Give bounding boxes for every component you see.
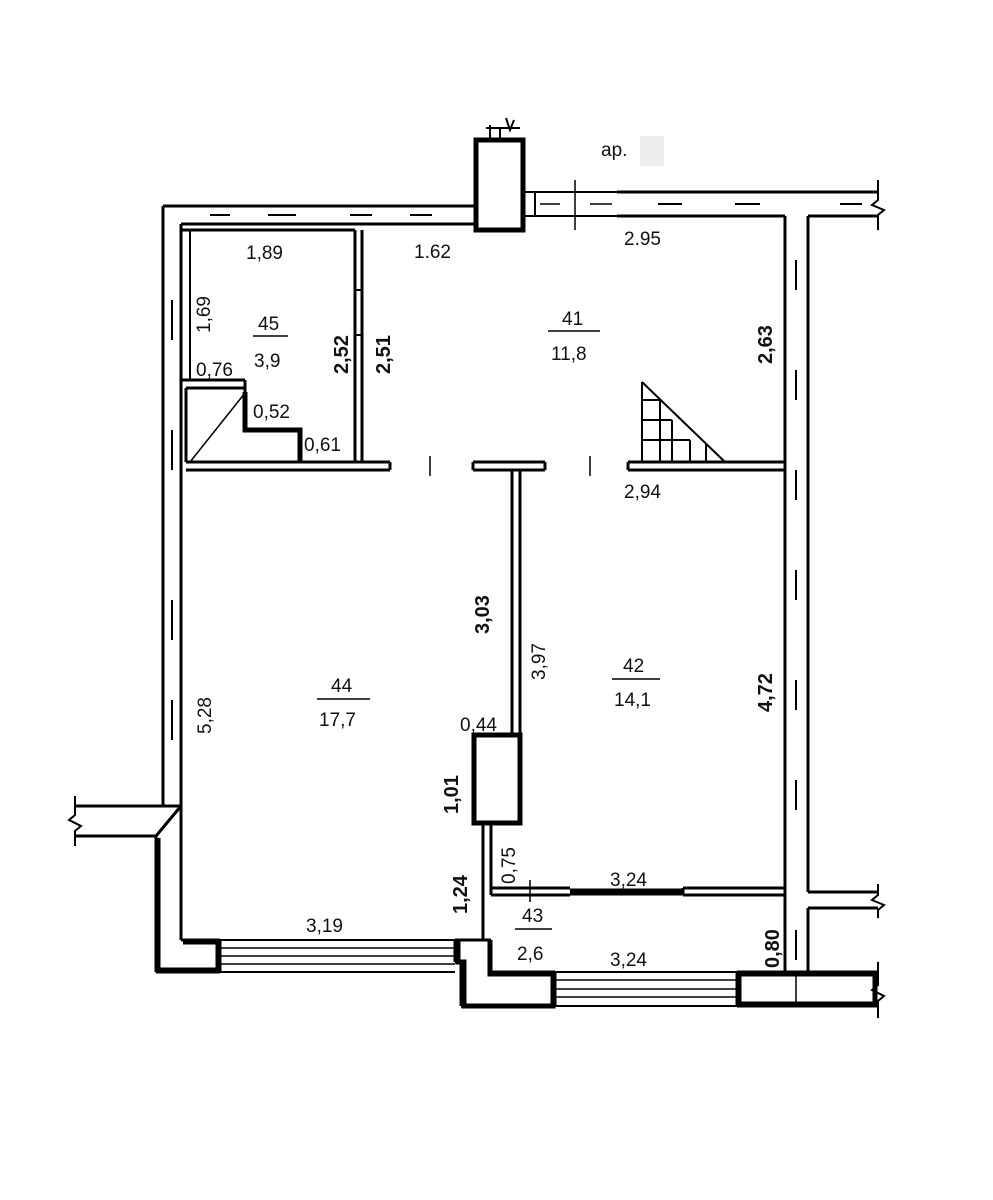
dim-4-72: 4,72 (755, 673, 777, 712)
room-44-number: 44 (331, 676, 353, 697)
dim-0-61: 0,61 (304, 435, 341, 456)
dim-1-62: 1.62 (414, 242, 451, 263)
thick-walls (155, 392, 878, 1009)
dim-2-51: 2,51 (373, 335, 395, 374)
dim-3-19: 3,19 (306, 916, 343, 937)
dim-2-52: 2,52 (331, 335, 353, 374)
dim-0-76: 0,76 (196, 360, 233, 381)
break-marks (67, 180, 886, 1018)
room-45-area: 3,9 (254, 351, 280, 372)
dim-1-01: 1,01 (441, 775, 463, 814)
room-42-area: 14,1 (614, 690, 651, 711)
dim-2-95: 2.95 (624, 229, 661, 250)
dim-2-94: 2,94 (624, 482, 661, 503)
dim-3-03: 3,03 (472, 595, 494, 634)
dim-1-24: 1,24 (450, 874, 472, 914)
dim-0-80: 0,80 (762, 929, 784, 968)
room-41-area: 11,8 (551, 344, 587, 365)
dim-1-89: 1,89 (246, 243, 283, 264)
room-44-area: 17,7 (319, 710, 356, 731)
fraction-bars (253, 330, 660, 930)
dim-3-24-b: 3,24 (610, 950, 647, 971)
dim-1-69: 1,69 (194, 296, 215, 333)
staircase (641, 381, 726, 463)
dim-5-28: 5,28 (195, 697, 216, 734)
dim-3-24-a: 3,24 (610, 870, 647, 891)
dim-2-63: 2,63 (755, 325, 777, 364)
room-41-number: 41 (562, 309, 583, 330)
room-45-number: 45 (258, 314, 279, 335)
chimney (473, 117, 526, 233)
smudge (640, 136, 664, 166)
dim-3-97: 3,97 (529, 643, 550, 680)
room-43-area: 2,6 (517, 944, 543, 965)
dim-0-44: 0,44 (460, 715, 497, 736)
room-43-number: 43 (522, 906, 543, 927)
note-label: ар. (601, 140, 627, 161)
room-42-number: 42 (623, 656, 644, 677)
structural-column (471, 732, 523, 826)
dim-0-52: 0,52 (253, 402, 290, 423)
dim-0-75: 0,75 (499, 847, 520, 884)
